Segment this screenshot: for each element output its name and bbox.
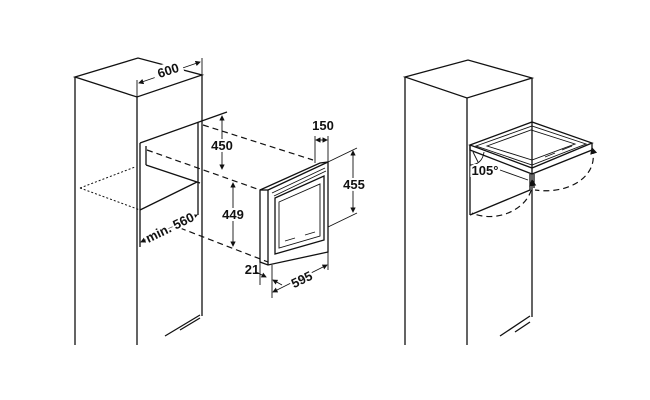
appliance-depth-label: 150 [312, 118, 334, 133]
niche-height-top-label: 450 [211, 138, 233, 153]
dimension-front-offset: 21 [245, 262, 283, 286]
dimension-appliance-depth: 150 [312, 118, 334, 163]
appliance [259, 161, 329, 266]
appliance-height-label: 455 [343, 177, 365, 192]
dimension-niche-depth: min. 560 [140, 207, 198, 248]
dimension-appliance-width: 595 [271, 252, 329, 298]
dimension-niche-height-top: 450 [209, 115, 235, 170]
niche-height-floor-label: 449 [222, 207, 244, 222]
cabinet-width-label: 600 [156, 60, 181, 81]
dimension-door-angle: 105° [470, 151, 529, 181]
right-cabinet [402, 59, 535, 345]
niche-depth-label: min. 560 [143, 209, 196, 245]
dimension-niche-height-floor: 449 [220, 182, 246, 247]
left-cabinet [72, 57, 205, 345]
door-angle-label: 105° [472, 163, 499, 178]
door-swing-arcs [471, 146, 598, 218]
appliance-width-label: 595 [289, 268, 315, 291]
dimension-cabinet-width: 600 [136, 58, 203, 97]
dimension-appliance-height: 455 [327, 147, 367, 228]
front-offset-label: 21 [245, 262, 259, 277]
right-niche [469, 145, 535, 216]
